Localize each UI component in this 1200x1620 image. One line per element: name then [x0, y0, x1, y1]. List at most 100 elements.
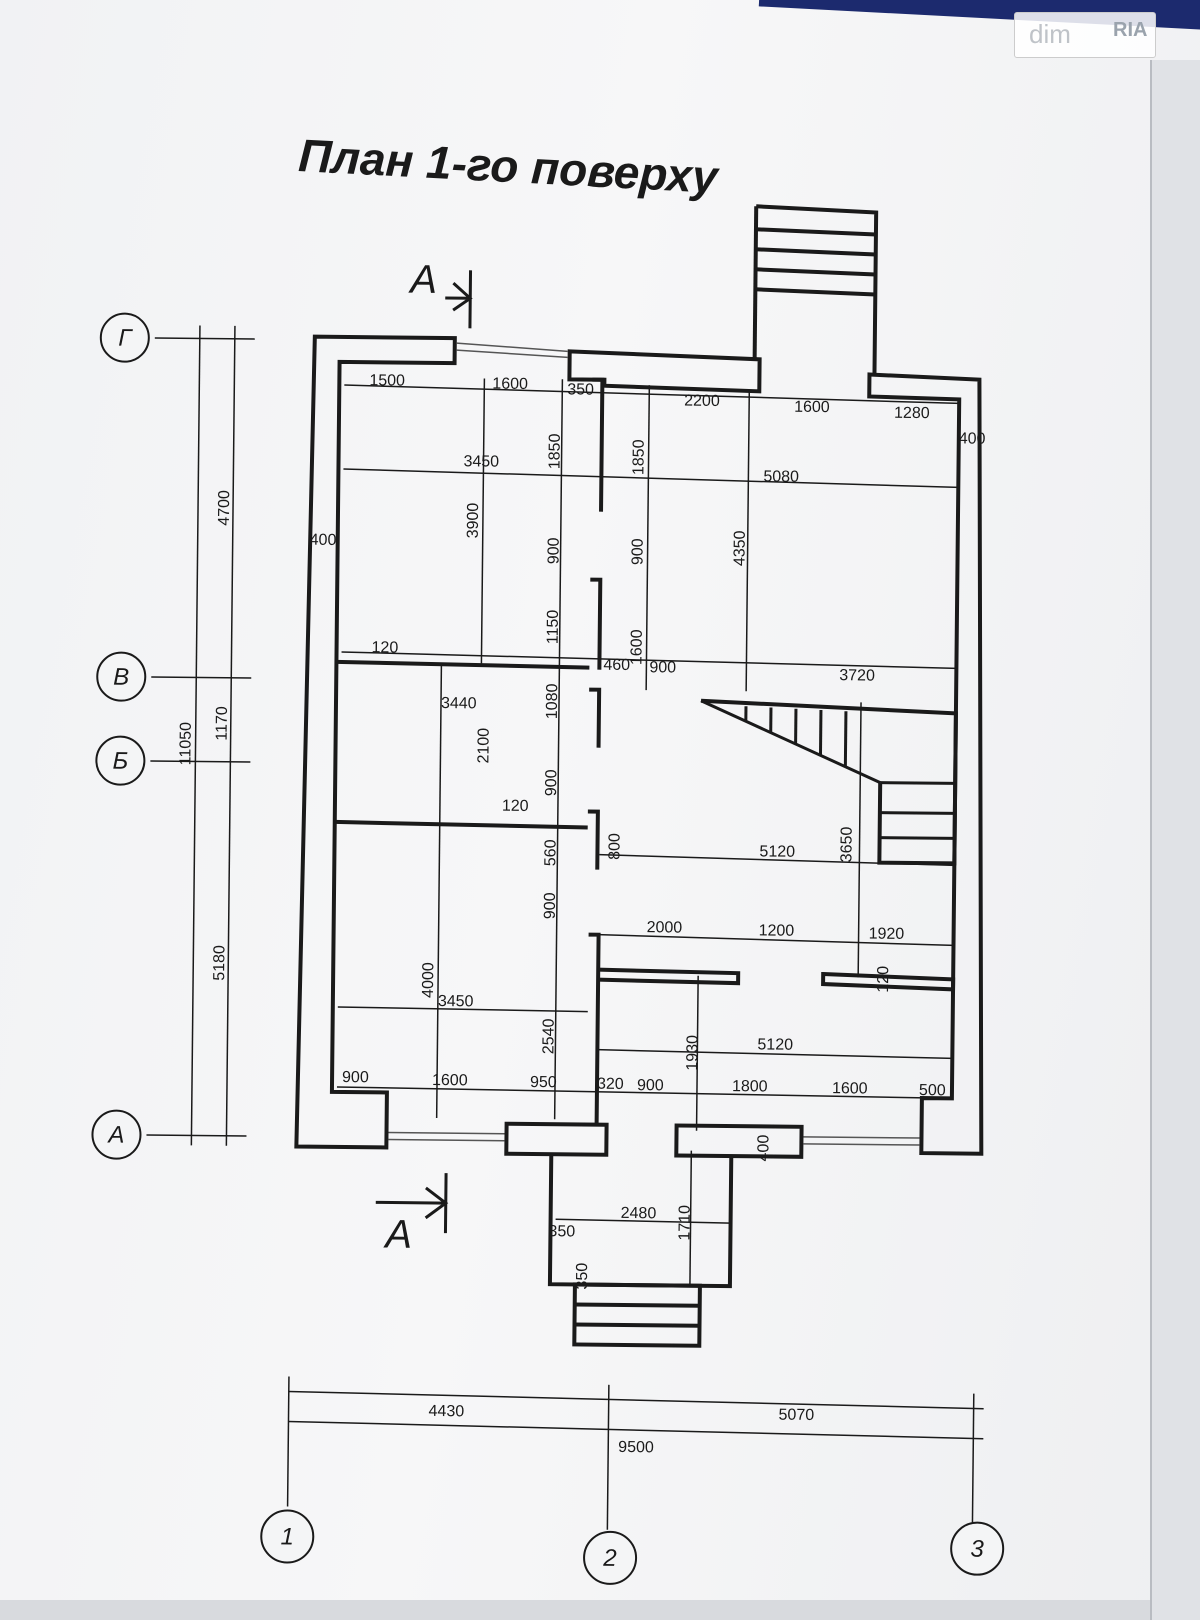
dim-text: 3450: [463, 453, 499, 470]
section-markers: A A: [375, 257, 470, 1257]
dim-text: 11050: [177, 722, 194, 766]
dimension-texts: 1500 1600 350 2200 1600 1280 400 3450 50…: [170, 370, 986, 1459]
porch-step-block: [574, 1284, 700, 1345]
dim-text: 560: [542, 839, 559, 866]
porch-step: [575, 1324, 700, 1325]
axis-label-b: Б: [112, 748, 128, 775]
dim-text: 900: [542, 892, 559, 919]
dim-text: 1200: [759, 922, 795, 939]
axis-label-g: Г: [118, 325, 133, 352]
window-bottom-left: [388, 1139, 504, 1140]
dim-text: 1150: [545, 610, 562, 645]
axis-line-2: [607, 1385, 609, 1530]
dim-text: 1170: [214, 706, 231, 741]
left-outer-wall: [296, 337, 454, 1149]
dim-line-room-widths: [343, 469, 958, 487]
dim-text: 4350: [731, 530, 748, 566]
dim-text: 3650: [838, 826, 855, 862]
dim-line-bottom-total: [288, 1421, 983, 1438]
axis-line-a: [146, 1135, 246, 1136]
interior-hwall-2: [335, 822, 588, 828]
dim-text: 4700: [216, 490, 233, 526]
interior-wall-1: [591, 380, 602, 512]
stair-tread: [880, 783, 955, 784]
dim-text: 1600: [492, 376, 528, 393]
axis-label-3: 3: [970, 1536, 984, 1563]
dim-text: 1600: [628, 629, 645, 665]
dim-text: 1280: [894, 405, 930, 422]
dim-text: 3440: [441, 695, 477, 712]
axis-labels: Г В Б А 1 2 3: [102, 325, 997, 1576]
dim-text: 120: [371, 639, 398, 656]
dim-text: 5120: [757, 1036, 793, 1053]
dim-text: 900: [637, 1077, 664, 1094]
dim-text: 1850: [546, 433, 563, 469]
window-bottom-right: [803, 1144, 919, 1145]
top-stair-step: [756, 229, 876, 234]
interior-stairs: [700, 701, 956, 839]
dim-text: 900: [649, 659, 676, 676]
bottom-wall-b: [676, 1126, 801, 1157]
dim-text: 4430: [428, 1403, 464, 1420]
interior-wall-5: [587, 935, 599, 1125]
top-stairs: [754, 206, 876, 374]
dim-text: 900: [545, 537, 562, 564]
top-stair-step: [756, 249, 876, 254]
dim-text: 1800: [732, 1078, 768, 1095]
stair-diagonal: [700, 701, 881, 783]
dim-text: 900: [342, 1069, 369, 1086]
dim-text: 1850: [630, 439, 647, 475]
dim-text: 350: [574, 1263, 591, 1290]
dim-text: 2100: [475, 728, 492, 764]
dim-text: 900: [543, 769, 560, 796]
dim-text: 350: [567, 381, 594, 398]
dim-text: 3720: [839, 667, 875, 684]
dim-text: 950: [530, 1074, 557, 1091]
plan-group: Г В Б А 1 2 3 A A 1500 1600 350 2200 160…: [88, 199, 1017, 1588]
right-outer-wall: [861, 374, 989, 1153]
stair-tread: [845, 711, 846, 767]
dim-text: 120: [502, 798, 529, 815]
dim-text: 460: [603, 657, 630, 674]
top-mid-wall: [569, 351, 759, 391]
interior-hwall-3: [598, 970, 738, 983]
dim-text: 320: [597, 1076, 624, 1093]
window-top: [457, 350, 568, 357]
dim-text: 800: [606, 833, 623, 860]
dim-line-bottom-chain: [289, 1391, 984, 1408]
axis-label-a: А: [106, 1122, 124, 1149]
dim-text: 400: [310, 532, 337, 549]
axis-label-v: В: [113, 664, 129, 691]
dim-text: 1920: [869, 926, 905, 943]
axis-line-v: [151, 677, 251, 678]
dim-text: 2480: [621, 1205, 657, 1222]
dim-text: 2000: [647, 919, 683, 936]
axis-line-b: [150, 761, 250, 762]
dim-text: 5070: [778, 1407, 814, 1424]
dim-text: 1500: [369, 372, 405, 389]
dim-text: 350: [548, 1223, 575, 1240]
interior-wall-3: [589, 690, 600, 748]
bottom-wall-a: [506, 1124, 606, 1155]
dim-text: 120: [875, 966, 892, 993]
stair-tread: [880, 838, 955, 839]
dim-line-v3: [646, 385, 649, 690]
porch-step: [575, 1304, 700, 1305]
axis-line-g: [155, 338, 255, 339]
window-top: [457, 343, 568, 351]
section-arrow-top: [445, 270, 471, 328]
interior-wall-2: [589, 580, 600, 670]
dim-text: 400: [959, 430, 986, 447]
dim-line-v5: [437, 663, 442, 1118]
dim-line-v6: [858, 702, 861, 977]
axis-label-1: 1: [280, 1523, 294, 1550]
dim-text: 4000: [420, 962, 437, 998]
window-bottom-left: [389, 1132, 505, 1133]
axis-line-3: [972, 1394, 973, 1524]
top-stair-step: [755, 289, 875, 294]
section-label-bottom: A: [383, 1212, 412, 1256]
section-label-top: A: [408, 258, 437, 302]
dim-text: 400: [755, 1135, 772, 1162]
dim-text: 500: [919, 1082, 946, 1099]
window-bottom-right: [803, 1137, 919, 1138]
